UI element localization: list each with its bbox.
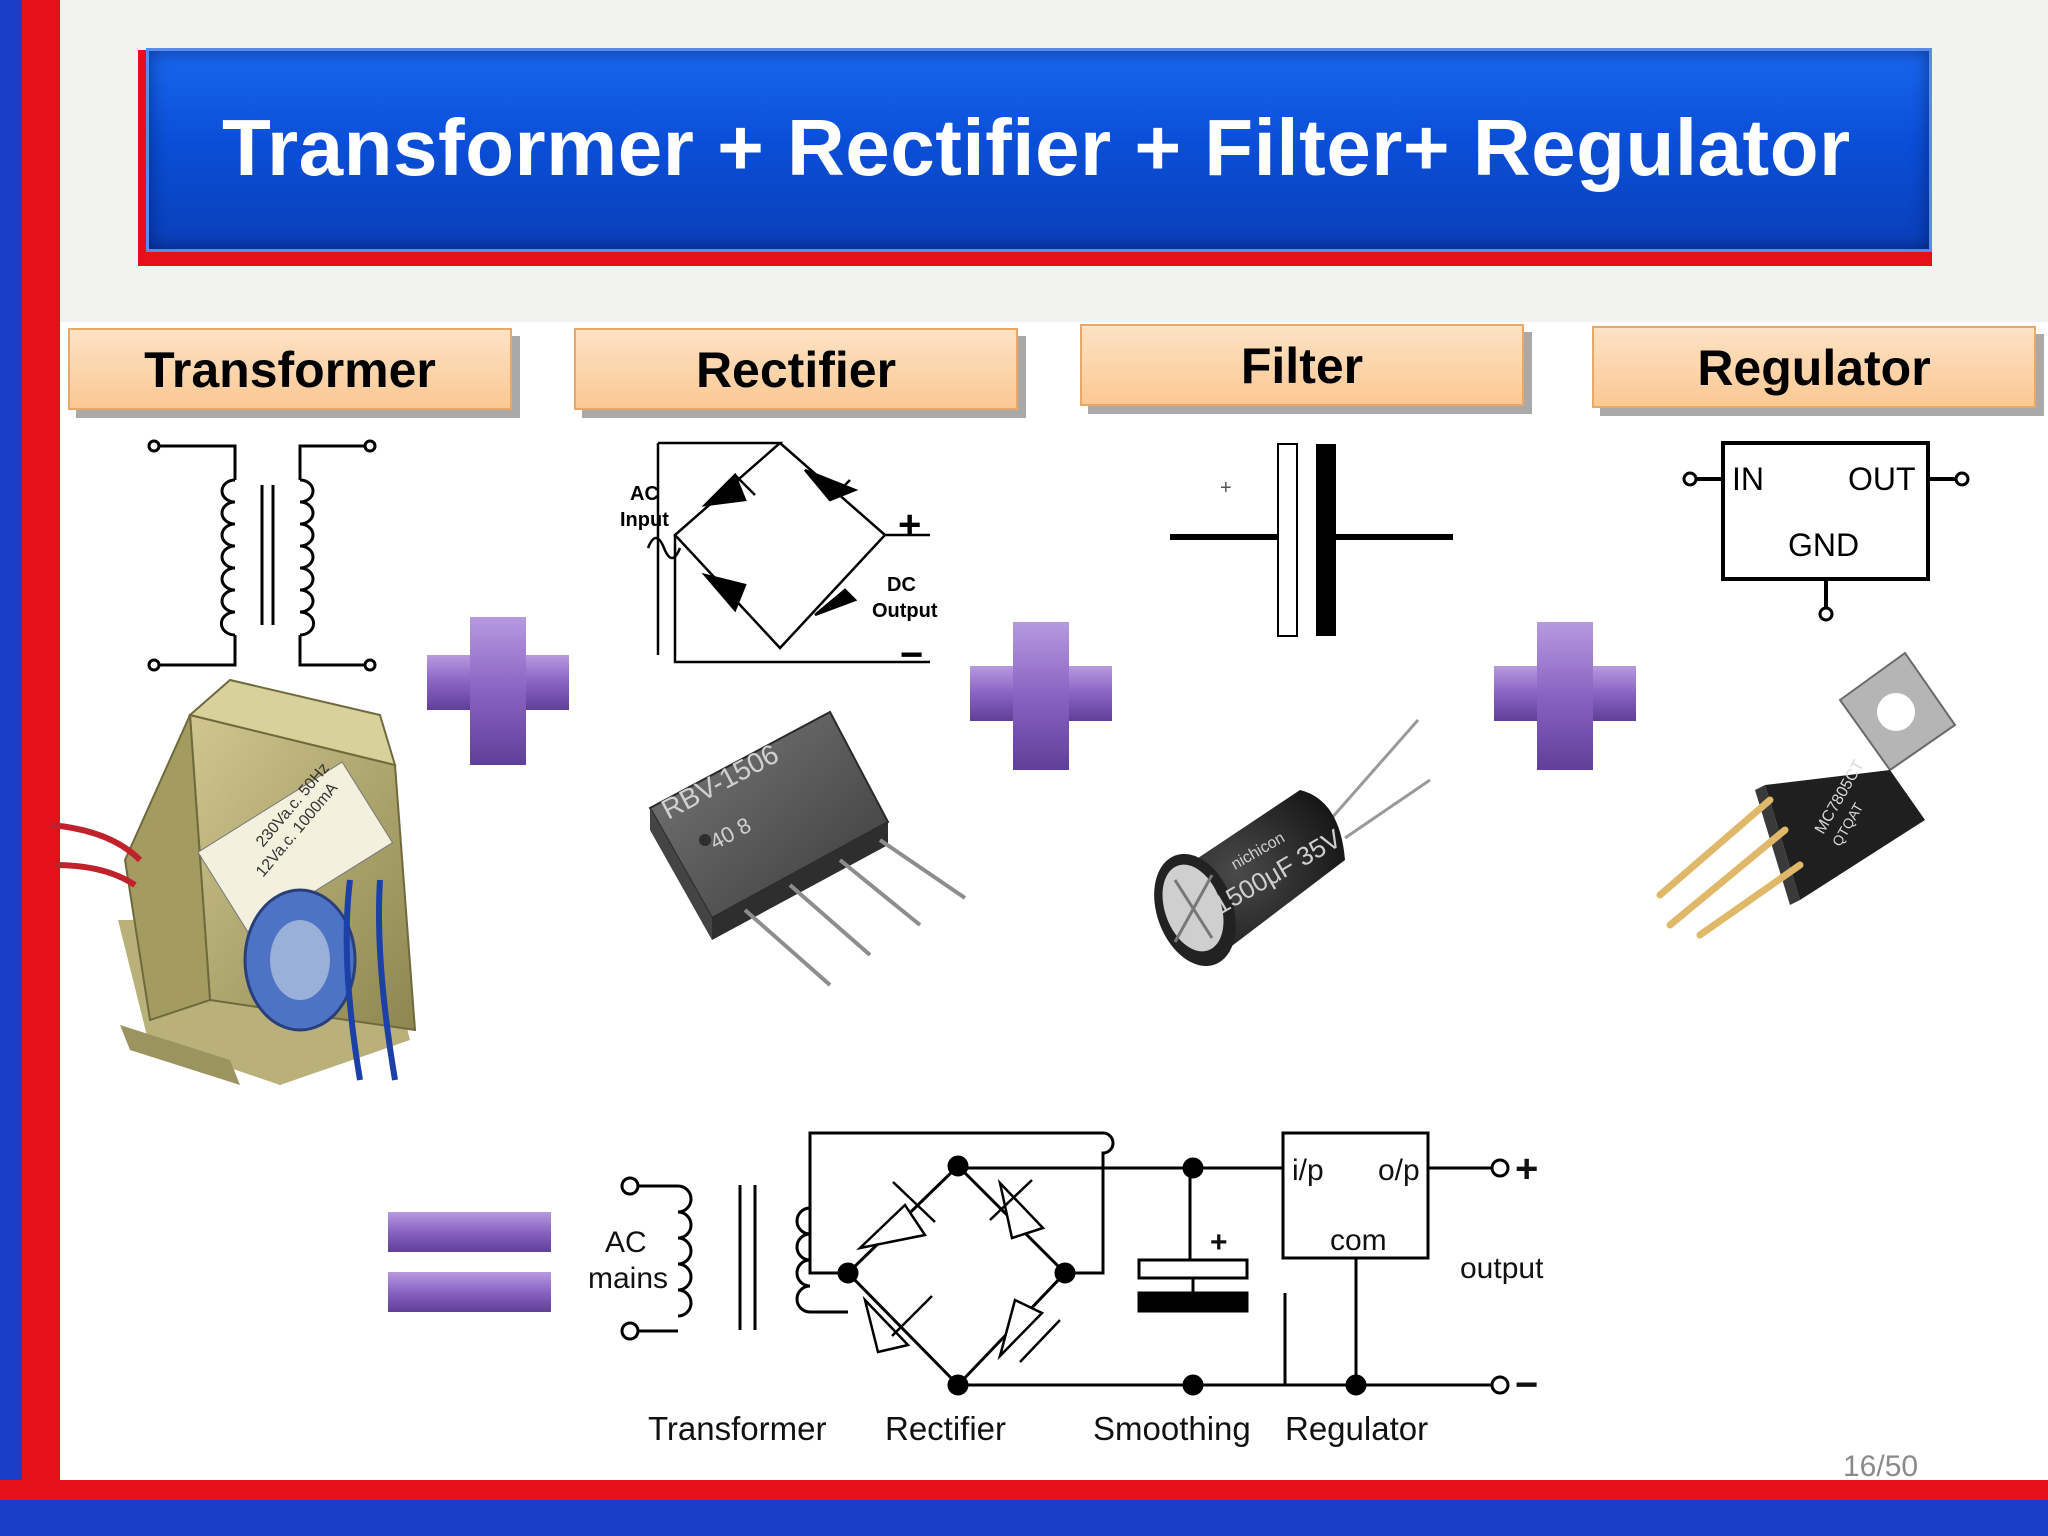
rectifier-plus-sign: + [898,503,921,547]
circuit-ac-label: AC [605,1226,647,1259]
circuit-minus-terminal: − [1515,1363,1538,1407]
equals-operator [388,1212,551,1312]
circuit-output-label: output [1460,1252,1544,1285]
regulator-out-label: OUT [1848,461,1916,497]
rectifier-dc-output-label: DC [887,574,916,596]
circuit-label-rectifier: Rectifier [885,1410,1006,1447]
bridge-rectifier-photo: RBV-1506 40 8 [648,710,967,987]
capacitor-photo: 1500μF 35V nichicon [1154,719,1431,967]
page-number: 16/50 [1843,1450,1919,1483]
bottom-blue-border [0,1500,2048,1536]
transformer-symbol [147,439,377,672]
bottom-red-border [0,1480,2048,1500]
regulator-in-label: IN [1732,461,1764,497]
header-regulator: Regulator [1592,326,2036,408]
header-rectifier: Rectifier [574,328,1018,410]
circuit-label-regulator: Regulator [1285,1410,1428,1447]
rectifier-symbol [646,441,930,664]
power-supply-circuit [620,1131,1510,1396]
header-transformer: Transformer [68,328,512,410]
transformer-photo: 230Va.c. 50Hz 12Va.c. 1000mA [49,678,417,1085]
circuit-label-smoothing: Smoothing [1093,1410,1251,1447]
left-red-border [22,0,60,1536]
circuit-ip-label: i/p [1292,1154,1324,1187]
rectifier-minus-sign: − [900,633,923,677]
circuit-label-transformer: Transformer [648,1410,826,1447]
regulator-gnd-label: GND [1788,527,1859,563]
filter-capacitor-symbol [1170,443,1453,637]
plus-operator-3 [1494,622,1636,770]
rectifier-dc-output-label-2: Output [872,600,938,622]
circuit-op-label: o/p [1378,1154,1420,1187]
regulator-symbol [1682,441,1970,622]
left-blue-border [0,0,22,1536]
circuit-com-label: com [1330,1224,1387,1257]
regulator-photo: MC7805CT QTQAT [1656,651,1957,939]
rectifier-ac-input-label-2: Input [620,509,669,531]
header-filter: Filter [1080,324,1524,406]
slide-title: Transformer + Rectifier + Filter+ Regula… [222,103,1851,192]
plus-operator-1 [427,617,569,765]
plus-operator-2 [970,622,1112,770]
title-banner [146,48,1932,252]
circuit-mains-label: mains [588,1262,668,1295]
circuit-plus-terminal: + [1515,1147,1538,1191]
filter-plus-sign: + [1220,477,1232,499]
rectifier-ac-input-label: AC [630,483,659,505]
circuit-capacitor-plus: + [1210,1226,1228,1259]
